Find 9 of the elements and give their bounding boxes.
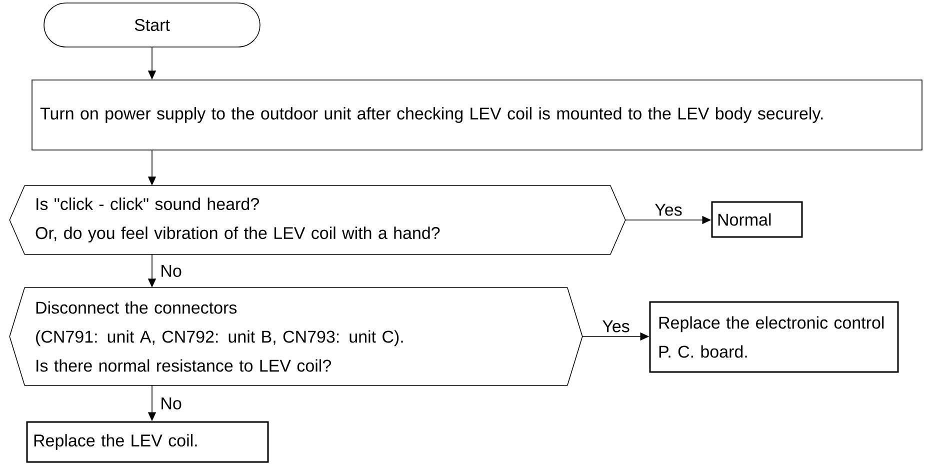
start-terminal: Start — [44, 2, 260, 48]
edge-label: Yes — [601, 319, 631, 334]
process-box: Replace the electronic control P. C. board. — [649, 301, 899, 373]
process-box: Normal — [711, 201, 803, 238]
process-box: Turn on power supply to the outdoor unit after checking LEV coil is mounted to the LEV body securely. — [32, 80, 922, 150]
edge-label: No — [159, 396, 183, 410]
edge-label: Yes — [654, 202, 684, 217]
process-box: Replace the LEV coil. — [26, 421, 269, 463]
edge-label: No — [159, 264, 183, 278]
